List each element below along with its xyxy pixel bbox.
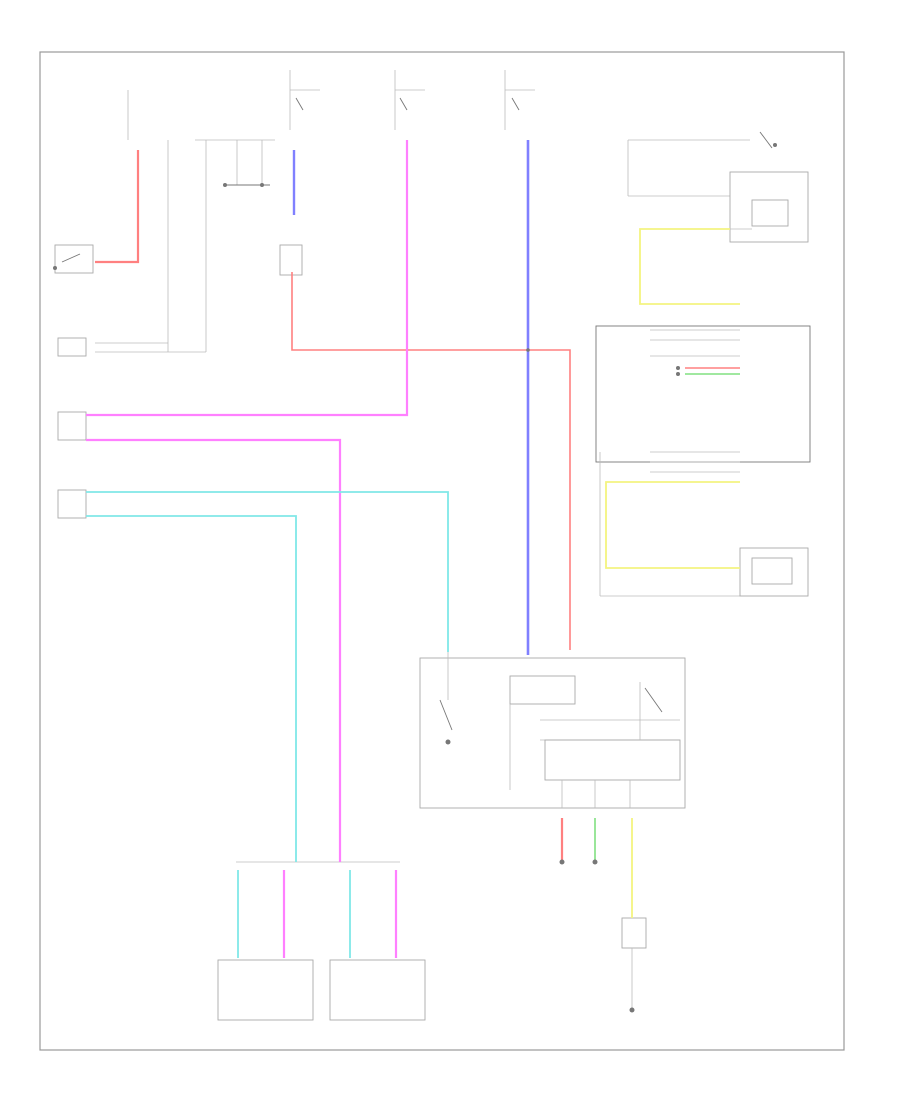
diagram-frame: [39, 51, 845, 1051]
wire-red-center: [291, 272, 571, 650]
wire-cyan-upper: [86, 491, 449, 652]
switch-block-group: [419, 652, 686, 809]
wire-pink-top: [86, 140, 409, 417]
wire-cyan-lower: [86, 515, 297, 862]
junction-dot: [526, 348, 530, 352]
fuse-relay-group: [195, 70, 535, 276]
meter-display-group: [595, 303, 811, 597]
right-front-door-group: [627, 131, 809, 243]
junction-dot: [592, 859, 598, 865]
wire-red-left: [95, 150, 140, 264]
wire-pink-mid: [86, 438, 342, 862]
left-front-door-group: [53, 90, 207, 519]
wire-yellow-upper: [639, 228, 740, 305]
junction-dot: [559, 859, 565, 865]
bottom-units-group: [217, 861, 647, 1021]
wire-yellow-lower: [605, 481, 740, 569]
